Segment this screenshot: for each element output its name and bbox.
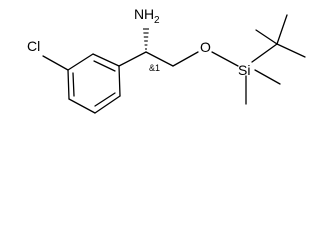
ring-bond-4 bbox=[68, 98, 96, 114]
structure-diagram: Cl N H 2 &1 O Si bbox=[27, 6, 306, 114]
ch2-to-oxygen-bond bbox=[172, 51, 199, 67]
amine-hydrogen-label: H bbox=[144, 6, 154, 22]
ring-to-chiral-bond bbox=[118, 51, 147, 67]
oxygen-label: O bbox=[200, 39, 211, 55]
tbutyl-methyl-right-bond bbox=[276, 43, 306, 58]
ring-bond-6 bbox=[67, 53, 94, 71]
ring-double-3 bbox=[72, 72, 75, 97]
hashed-wedge-bond bbox=[143, 28, 149, 50]
ring-bond-5 bbox=[67, 69, 70, 100]
chlorine-label: Cl bbox=[27, 38, 40, 54]
amine-nitrogen-label: N bbox=[134, 6, 144, 22]
ring-double-2 bbox=[94, 92, 116, 107]
oxygen-to-silicon-bond bbox=[211, 51, 239, 67]
tbutyl-methyl-left-bond bbox=[255, 29, 278, 45]
amine-hydrogen-count: 2 bbox=[154, 15, 160, 26]
ring-double-1 bbox=[93, 60, 116, 72]
silicon-label: Si bbox=[238, 62, 250, 78]
silicon-to-tbutyl-bond bbox=[251, 43, 278, 63]
chlorine-bond bbox=[42, 55, 69, 71]
silicon-methyl-right-bond bbox=[254, 69, 281, 85]
ring-bond-2 bbox=[118, 65, 121, 97]
tbutyl-methyl-up-bond bbox=[276, 14, 288, 45]
ring-bond-3 bbox=[94, 95, 121, 114]
ring-bond-1 bbox=[92, 53, 120, 67]
stereo-center-label: &1 bbox=[149, 63, 160, 73]
chiral-to-ch2-bond bbox=[145, 51, 174, 67]
molecule-canvas: Cl N H 2 &1 O Si bbox=[27, 6, 306, 114]
